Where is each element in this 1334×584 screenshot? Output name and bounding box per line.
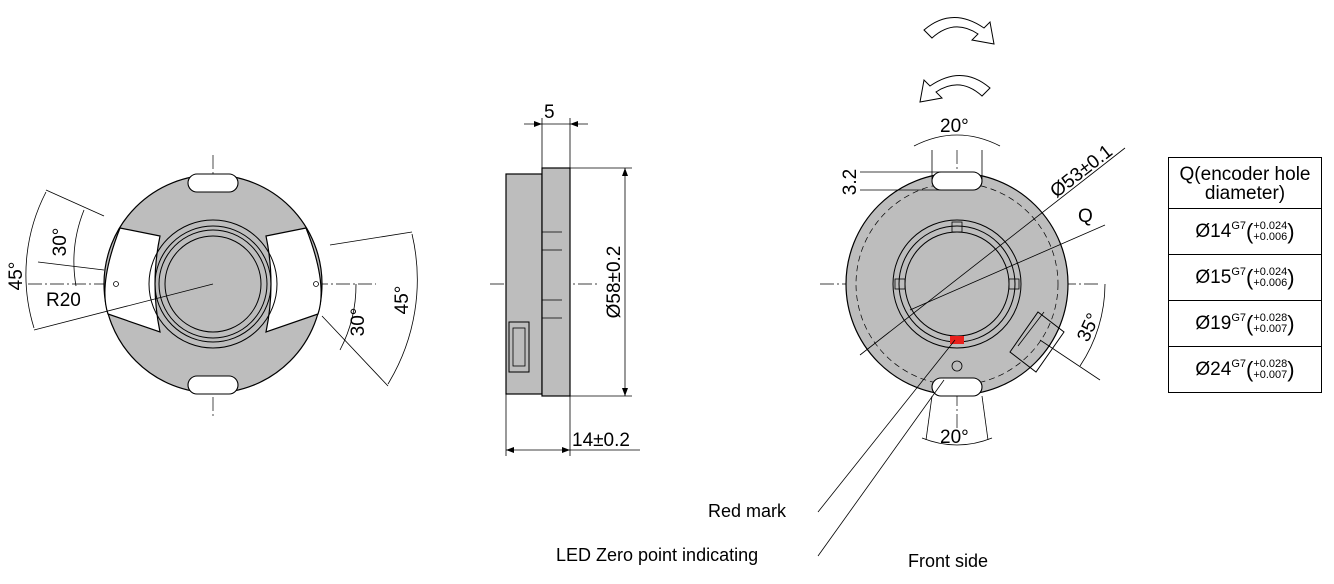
table-header: Q(encoder hole diameter) bbox=[1168, 157, 1322, 209]
front-slot-height-label: 3.2 bbox=[840, 169, 861, 195]
front-hole-label: Q bbox=[1078, 206, 1093, 227]
front-side-label: Front side bbox=[908, 551, 988, 571]
left-angle-outer-label: 45° bbox=[6, 262, 27, 291]
table-row: Ø14G7(+0.024+0.006) bbox=[1168, 208, 1322, 255]
row-upper-tol: +0.028 bbox=[1253, 357, 1288, 370]
side-width-label: 5 bbox=[544, 102, 555, 123]
right-angle-outer-label: 45° bbox=[392, 286, 413, 315]
row-upper-tol: +0.028 bbox=[1253, 311, 1288, 324]
front-slot-top-angle-label: 20° bbox=[940, 116, 969, 137]
row-upper-tol: +0.024 bbox=[1253, 219, 1288, 232]
red-mark-indicator bbox=[950, 336, 964, 344]
right-angle-inner-label: 30° bbox=[348, 308, 369, 337]
back-view: 45° 30° R20 30° 45° bbox=[6, 155, 418, 416]
row-lower-tol: +0.007 bbox=[1253, 368, 1288, 381]
row-lower-tol: +0.006 bbox=[1253, 230, 1288, 243]
table-row: Ø24G7(+0.028+0.007) bbox=[1168, 346, 1322, 393]
side-view: 5 Ø58±0.2 14±0.2 bbox=[490, 102, 640, 456]
front-connector-angle-label: 35° bbox=[1073, 310, 1104, 345]
row-diameter: Ø15 bbox=[1195, 266, 1232, 288]
left-angle-inner-label: 30° bbox=[50, 228, 71, 257]
table-row: Ø15G7(+0.024+0.006) bbox=[1168, 254, 1322, 301]
row-fit: G7 bbox=[1231, 265, 1246, 278]
led-zero-label: LED Zero point indicating bbox=[556, 545, 758, 565]
rotation-counterclockwise-arrow-icon bbox=[919, 75, 991, 103]
row-diameter: Ø19 bbox=[1195, 312, 1232, 334]
row-fit: G7 bbox=[1231, 219, 1246, 232]
side-depth-label: 14±0.2 bbox=[572, 430, 630, 451]
row-fit: G7 bbox=[1231, 357, 1246, 370]
front-slot-bottom-angle-label: 20° bbox=[940, 427, 969, 448]
side-diameter-label: Ø58±0.2 bbox=[604, 246, 625, 319]
row-lower-tol: +0.006 bbox=[1253, 276, 1288, 289]
red-mark-label: Red mark bbox=[708, 501, 787, 521]
front-bolt-circle-label: Ø53±0.1 bbox=[1046, 141, 1116, 202]
row-diameter: Ø14 bbox=[1195, 220, 1232, 242]
rotation-clockwise-arrow-icon bbox=[923, 17, 995, 45]
row-fit: G7 bbox=[1231, 311, 1246, 324]
table-row: Ø19G7(+0.028+0.007) bbox=[1168, 300, 1322, 347]
hole-diameter-table: Q(encoder hole diameter) Ø14G7(+0.024+0.… bbox=[1168, 157, 1322, 393]
row-upper-tol: +0.024 bbox=[1253, 265, 1288, 278]
front-view: 20° 3.2 Ø53±0.1 Q 35° 20° Red mark LED Z… bbox=[556, 17, 1126, 571]
left-radius-label: R20 bbox=[46, 290, 81, 311]
row-lower-tol: +0.007 bbox=[1253, 322, 1288, 335]
row-diameter: Ø24 bbox=[1195, 358, 1232, 380]
table-header-row: Q(encoder hole diameter) bbox=[1168, 157, 1322, 209]
